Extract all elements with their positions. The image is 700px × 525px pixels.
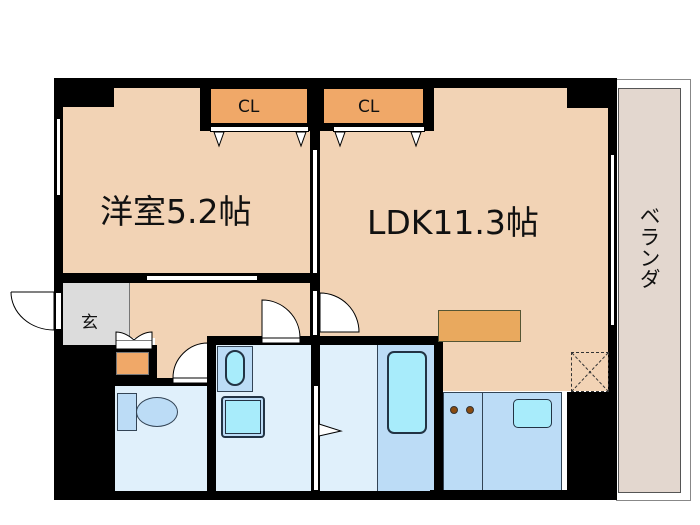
sliding-door-western-ldk (312, 150, 318, 275)
closet-western-label: CL (238, 97, 260, 117)
closet-ldk[interactable] (322, 87, 425, 125)
balcony-label: ベランダ (637, 205, 661, 289)
pillar-bottom-right (567, 392, 617, 500)
entrance-label: 玄 (81, 313, 98, 333)
entrance-door-opening (55, 292, 62, 330)
window-ldk-right (610, 155, 615, 325)
bathroom-folding-door[interactable] (318, 423, 344, 438)
shoe-cabinet[interactable] (116, 352, 149, 375)
toilet-tank (117, 393, 137, 431)
wall-lower-left-block (54, 345, 114, 500)
kitchen-stove (443, 392, 483, 492)
toilet-door[interactable] (172, 342, 212, 384)
pillar-top-right-inner (567, 88, 608, 108)
sliding-door-western-hall[interactable] (147, 275, 257, 281)
refrigerator-x (571, 352, 609, 392)
washbasin (225, 350, 245, 386)
closet-door-marks-western (213, 131, 307, 148)
refrigerator-space (571, 352, 609, 392)
closet-ldk-label: CL (358, 97, 380, 117)
window-western-left (56, 119, 61, 195)
toilet-bowl (136, 397, 178, 427)
exterior-wall-left (54, 78, 63, 500)
kitchen-island (438, 310, 521, 342)
closet-door-marks-ldk (334, 131, 422, 148)
wall-bottom-kitchen (430, 490, 617, 500)
washing-machine-pan-inner (225, 400, 261, 434)
washroom-door[interactable] (261, 299, 306, 344)
burner-1 (450, 406, 458, 414)
bathtub (387, 351, 427, 434)
partition-wall-vertical (310, 78, 320, 498)
burner-2 (466, 406, 474, 414)
ldk-door[interactable] (319, 292, 364, 337)
balcony (618, 88, 681, 493)
closet-western[interactable] (209, 87, 309, 125)
ldk-label: LDK11.3帖 (367, 203, 539, 242)
entrance-door[interactable] (10, 290, 60, 332)
shoe-cabinet-doors (115, 331, 153, 350)
bathroom-door-frame (313, 385, 319, 491)
closet-western-doors[interactable] (210, 126, 309, 132)
pillar-top-left-inner (63, 88, 114, 107)
kitchen-sink (513, 399, 552, 428)
western-room-label: 洋室5.2帖 (100, 192, 252, 231)
ldk-door-frame (312, 290, 318, 336)
closet-ldk-doors[interactable] (333, 126, 425, 132)
